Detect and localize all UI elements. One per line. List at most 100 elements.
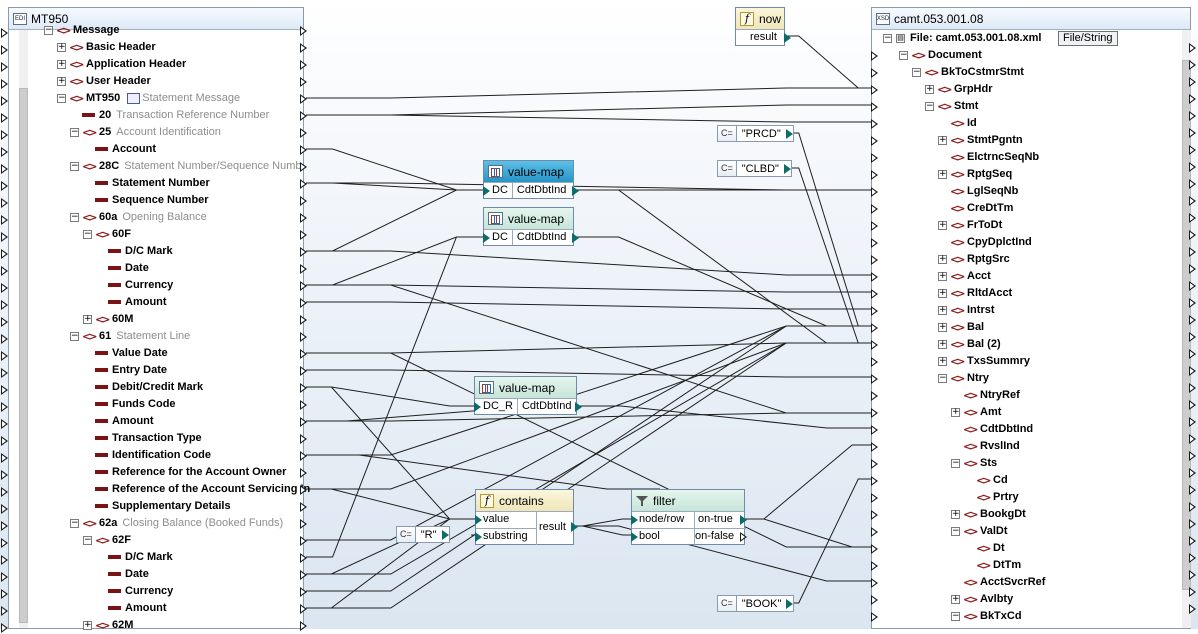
input-connector[interactable] <box>871 102 878 112</box>
camt-053-component[interactable]: XSD camt.053.001.08 − ▤ File: camt.053.0… <box>871 7 1191 629</box>
mt950-input-connector[interactable] <box>1 385 8 395</box>
camt-node-id[interactable]: Id <box>871 115 1177 132</box>
input-connector[interactable] <box>871 357 878 367</box>
camt-node-intrst[interactable]: +Intrst <box>871 302 1177 319</box>
input-connector[interactable] <box>871 119 878 129</box>
input-connector[interactable] <box>871 136 878 146</box>
mapping-connection[interactable] <box>574 189 871 344</box>
output-connector[interactable] <box>300 451 307 461</box>
mapping-connection[interactable] <box>306 518 475 609</box>
camt-node-avlbty[interactable]: +Avlbty <box>871 591 1177 608</box>
camt-output-connector[interactable] <box>1189 179 1196 189</box>
mt950-node-funds-code[interactable]: Funds Code <box>9 396 307 413</box>
input-connector[interactable] <box>871 272 878 282</box>
output-connector[interactable] <box>300 162 307 172</box>
mt950-input-connector[interactable] <box>1 113 8 123</box>
output-connector[interactable] <box>300 485 307 495</box>
constant-prcd[interactable]: C= "PRCD" <box>717 125 794 142</box>
camt-node-document[interactable]: −Document <box>871 47 1177 64</box>
output-connector[interactable] <box>300 400 307 410</box>
mt950-node-d-c-mark[interactable]: D/C Mark <box>9 549 307 566</box>
now-function-title[interactable]: f now <box>736 8 784 29</box>
mt950-scrollbar-thumb[interactable] <box>19 88 28 623</box>
camt-output-connector[interactable] <box>1189 128 1196 138</box>
collapse-icon[interactable]: − <box>883 33 892 43</box>
mapping-connection[interactable] <box>306 250 871 276</box>
expand-icon[interactable]: + <box>938 356 947 366</box>
expand-icon[interactable]: + <box>938 271 947 281</box>
mt950-input-connector[interactable] <box>1 96 8 106</box>
collapse-icon[interactable]: − <box>912 67 921 77</box>
collapse-icon[interactable]: − <box>70 518 79 528</box>
input-connector[interactable] <box>871 476 878 486</box>
expand-icon[interactable]: + <box>57 76 66 86</box>
collapse-icon[interactable]: − <box>44 25 53 35</box>
value-map-3[interactable]: value-map DC_R CdtDbtInd <box>474 376 582 415</box>
camt-output-connector[interactable] <box>1189 400 1196 410</box>
value-map-1-input-port[interactable] <box>483 186 490 196</box>
mapping-connection[interactable] <box>306 325 871 592</box>
mt950-input-connector[interactable] <box>1 487 8 497</box>
mt950-scrollbar[interactable] <box>19 30 28 628</box>
expand-icon[interactable]: + <box>938 254 947 264</box>
camt-node-cpydplctind[interactable]: CpyDplctInd <box>871 234 1177 251</box>
value-map-3-title[interactable]: value-map <box>475 377 576 398</box>
value-map-1-title[interactable]: value-map <box>484 161 573 182</box>
mt950-input-connector[interactable] <box>1 181 8 191</box>
mt950-node-currency[interactable]: Currency <box>9 277 307 294</box>
mt950-input-connector[interactable] <box>1 215 8 225</box>
mt950-input-connector[interactable] <box>1 589 8 599</box>
expand-icon[interactable]: + <box>938 322 947 332</box>
output-connector[interactable] <box>300 213 307 223</box>
expand-icon[interactable]: + <box>938 220 947 230</box>
camt-output-connector[interactable] <box>1189 264 1196 274</box>
contains-substring-port[interactable] <box>475 532 482 542</box>
output-connector[interactable] <box>300 60 307 70</box>
collapse-icon[interactable]: − <box>951 526 960 536</box>
constant-book-value[interactable]: "BOOK" <box>741 597 782 610</box>
camt-component-title[interactable]: XSD camt.053.001.08 <box>872 8 1190 30</box>
camt-node-amt[interactable]: +Amt <box>871 404 1177 421</box>
constant-prcd-port[interactable] <box>785 128 793 139</box>
mapping-connection[interactable] <box>306 352 871 548</box>
mapping-connection[interactable] <box>306 284 871 293</box>
collapse-icon[interactable]: − <box>925 101 934 111</box>
contains-value-port[interactable] <box>475 515 482 525</box>
input-connector[interactable] <box>871 238 878 248</box>
mt950-input-connector[interactable] <box>1 504 8 514</box>
camt-node-rptgseq[interactable]: +RptgSeq <box>871 166 1177 183</box>
camt-output-connector[interactable] <box>1189 485 1196 495</box>
mt950-node-sequence-number[interactable]: Sequence Number <box>9 192 307 209</box>
input-connector[interactable] <box>871 204 878 214</box>
value-map-2-output-port[interactable] <box>572 233 579 243</box>
camt-output-connector[interactable] <box>1189 468 1196 478</box>
mt950-input-connector[interactable] <box>1 538 8 548</box>
camt-output-connector[interactable] <box>1189 77 1196 87</box>
output-connector[interactable] <box>300 128 307 138</box>
contains-function-title[interactable]: f contains <box>476 490 573 511</box>
mt950-node-reference-of-the-account-servicing-in[interactable]: Reference of the Account Servicing In <box>9 481 310 498</box>
filter-node-port[interactable] <box>631 515 638 525</box>
mt950-input-connector[interactable] <box>1 419 8 429</box>
camt-output-connector[interactable] <box>1189 604 1196 614</box>
collapse-icon[interactable]: − <box>70 161 79 171</box>
camt-node-rptgsrc[interactable]: +RptgSrc <box>871 251 1177 268</box>
camt-node-txssummry[interactable]: +TxsSummry <box>871 353 1177 370</box>
mapping-connection[interactable] <box>574 236 871 327</box>
expand-icon[interactable]: + <box>951 509 960 519</box>
collapse-icon[interactable]: − <box>899 50 908 60</box>
mapping-connection[interactable] <box>306 236 483 286</box>
mapping-connection[interactable] <box>306 342 871 575</box>
camt-output-connector[interactable] <box>1189 434 1196 444</box>
mt950-input-connector[interactable] <box>1 521 8 531</box>
input-connector[interactable] <box>871 85 878 95</box>
collapse-icon[interactable]: − <box>951 458 960 468</box>
input-connector[interactable] <box>871 544 878 554</box>
camt-output-connector[interactable] <box>1189 536 1196 546</box>
mt950-input-connector[interactable] <box>1 266 8 276</box>
mapping-connection[interactable] <box>306 182 483 191</box>
collapse-icon[interactable]: − <box>70 331 79 341</box>
